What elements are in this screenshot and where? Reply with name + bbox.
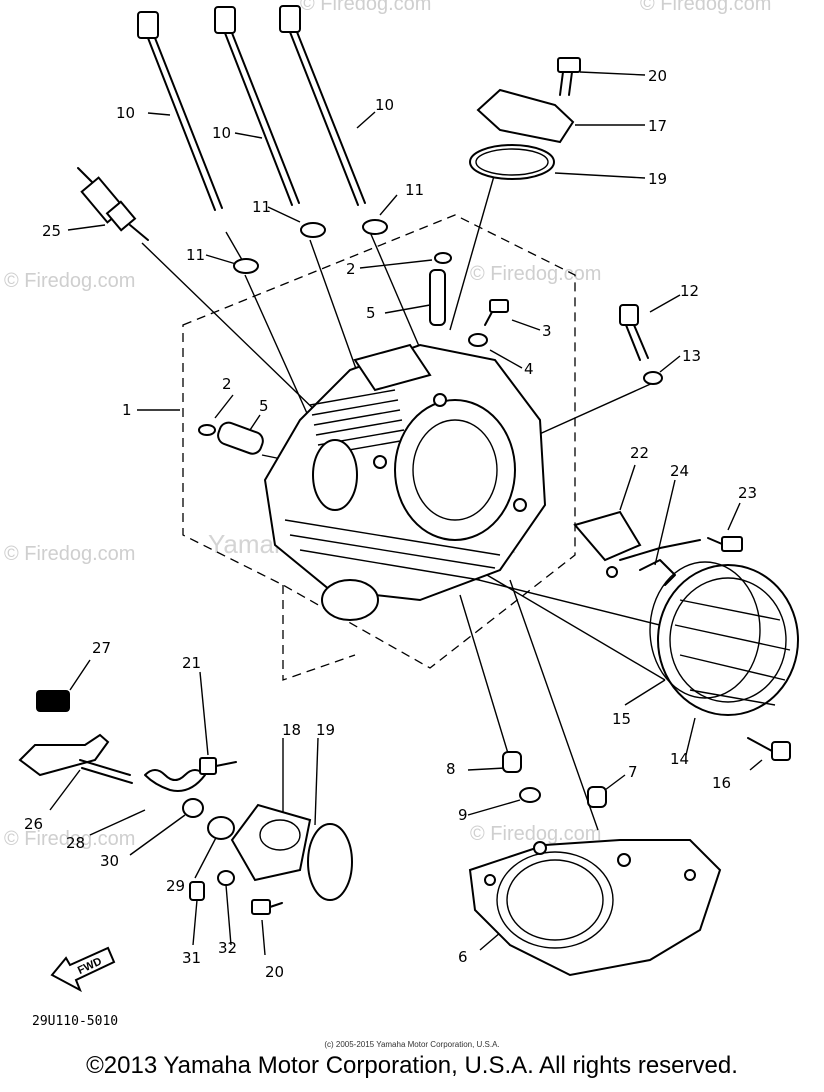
label-12: 12	[680, 282, 699, 300]
cylinder-head	[263, 343, 547, 621]
label-8: 8	[446, 760, 456, 778]
o-ring	[469, 144, 555, 180]
watermark: © Firedog.com	[640, 0, 771, 15]
part-code: 29U110-5010	[32, 1014, 118, 1029]
label-11: 11	[405, 181, 424, 199]
label-5: 5	[366, 304, 376, 322]
assembly-boundary	[182, 214, 576, 669]
label-20: 20	[265, 963, 284, 981]
label-7: 7	[628, 763, 638, 781]
label-4: 4	[524, 360, 534, 378]
stud-bolt	[279, 5, 366, 206]
watermark: © Firedog.com	[4, 543, 135, 565]
label-30: 30	[100, 852, 119, 870]
stud-bolt	[137, 11, 223, 211]
label-17: 17	[648, 117, 667, 135]
label-16: 16	[712, 774, 731, 792]
label-32: 32	[218, 939, 237, 957]
lever	[18, 733, 133, 784]
label-10: 10	[116, 104, 135, 122]
label-29: 29	[166, 877, 185, 895]
label-19: 19	[648, 170, 667, 188]
bolt	[707, 536, 743, 552]
label-11: 11	[252, 198, 271, 216]
label-2: 2	[222, 375, 232, 393]
bolt	[199, 757, 237, 775]
gasket	[649, 561, 761, 699]
washer	[233, 258, 259, 274]
part-labels: 10 10 10 11 11 11 25 20 17 19 2 5 3 4 12…	[24, 67, 757, 981]
label-11: 11	[186, 246, 205, 264]
dowel-pin	[502, 751, 522, 773]
label-21: 21	[182, 654, 201, 672]
washer	[468, 333, 488, 347]
bolt	[747, 737, 791, 761]
stud-bolt-group	[137, 5, 366, 211]
valve-guide	[217, 421, 264, 455]
label-23: 23	[738, 484, 757, 502]
label-31: 31	[182, 949, 201, 967]
watermark: © Firedog.com	[300, 0, 431, 15]
label-26: 26	[24, 815, 43, 833]
label-9: 9	[458, 806, 468, 824]
label-3: 3	[542, 322, 552, 340]
watermark: © Firedog.com	[470, 263, 601, 285]
stopper-block	[36, 690, 70, 712]
gasket-washer	[217, 870, 235, 886]
watermark: © Firedog.com	[4, 270, 135, 292]
label-6: 6	[458, 948, 468, 966]
circlip	[198, 424, 216, 436]
dowel-pin	[587, 786, 607, 808]
label-15: 15	[612, 710, 631, 728]
footer-copyright: ©2013 Yamaha Motor Corporation, U.S.A. A…	[86, 1052, 738, 1079]
spark-plug	[77, 167, 149, 241]
label-10: 10	[375, 96, 394, 114]
watermark: © Firedog.com	[4, 828, 135, 850]
side-cover	[657, 564, 799, 716]
watermark: © Firedog.com	[470, 823, 601, 845]
plug-screw	[189, 881, 205, 901]
label-25: 25	[42, 222, 61, 240]
housing-cover	[230, 803, 312, 882]
label-27: 27	[92, 639, 111, 657]
label-18: 18	[282, 721, 301, 739]
label-19: 19	[316, 721, 335, 739]
bolt	[251, 899, 283, 915]
forward-arrow-icon: FWD	[50, 946, 116, 993]
bracket	[573, 510, 701, 578]
spring	[144, 769, 206, 792]
footer-copyright-small: (c) 2005-2015 Yamaha Motor Corporation, …	[324, 1040, 500, 1049]
cylinder-head-gasket	[468, 839, 722, 977]
washer	[182, 798, 204, 818]
label-20: 20	[648, 67, 667, 85]
oil-seal	[207, 816, 235, 840]
stud-bolt	[214, 6, 300, 206]
label-13: 13	[682, 347, 701, 365]
valve-cap-bolt	[557, 57, 581, 96]
label-1: 1	[122, 401, 132, 419]
label-22: 22	[630, 444, 649, 462]
washer	[643, 371, 663, 385]
label-10: 10	[212, 124, 231, 142]
washer	[362, 219, 388, 235]
tappet-cover	[476, 88, 575, 144]
valve-guide	[429, 269, 446, 326]
assembly-boundary-lower	[282, 585, 356, 681]
washer	[519, 787, 541, 803]
label-14: 14	[670, 750, 689, 768]
o-ring	[307, 823, 353, 901]
label-5: 5	[259, 397, 269, 415]
label-24: 24	[670, 462, 689, 480]
washer	[300, 222, 326, 238]
label-28: 28	[66, 834, 85, 852]
bolt	[619, 304, 649, 361]
label-2: 2	[346, 260, 356, 278]
bolt	[484, 299, 509, 326]
circlip	[434, 252, 452, 264]
clip	[639, 559, 676, 586]
